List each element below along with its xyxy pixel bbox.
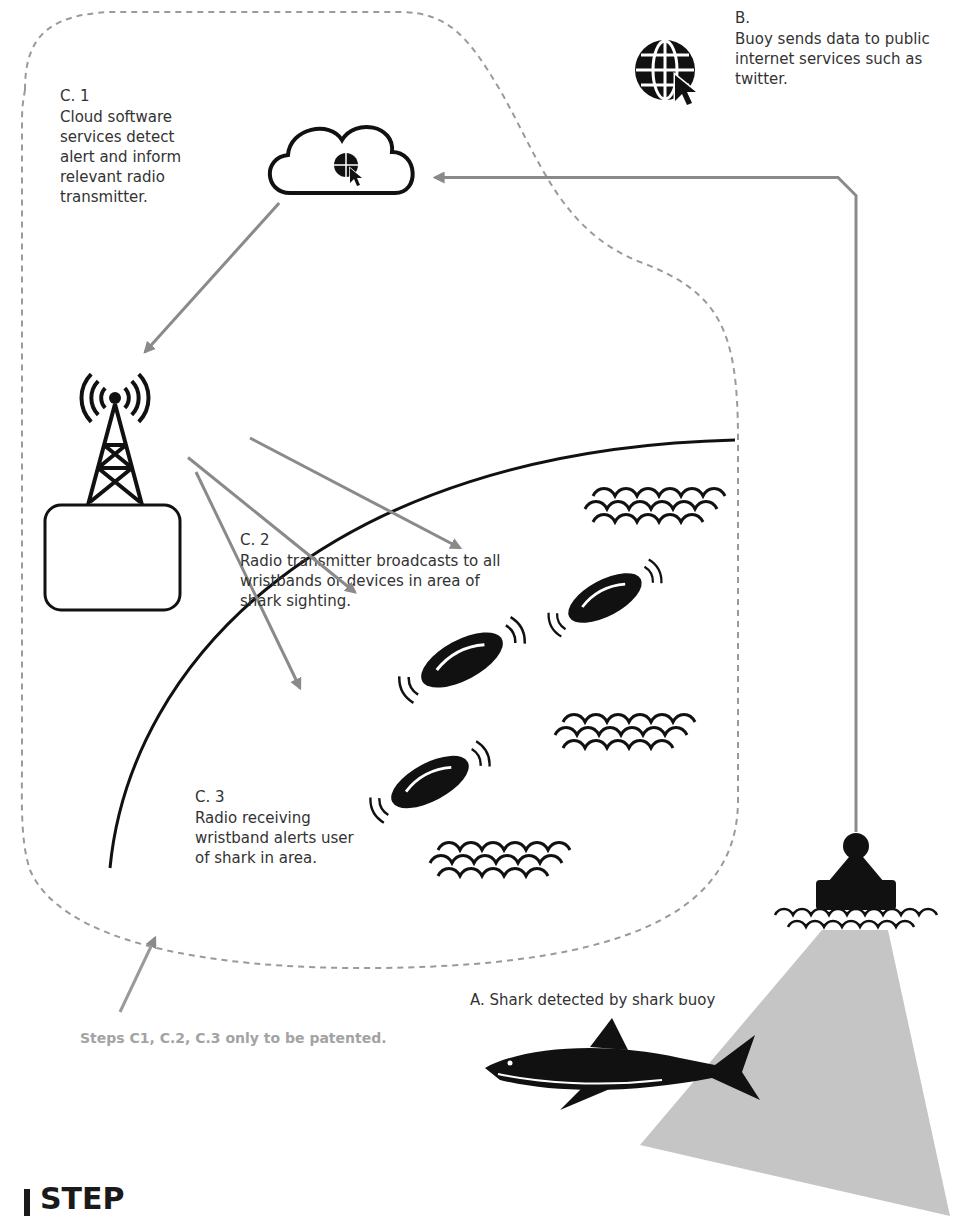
logo-bar bbox=[24, 1189, 30, 1216]
step-description: Radio transmitter broadcasts to all wris… bbox=[240, 551, 515, 611]
step-number: C. 2 bbox=[240, 530, 320, 550]
buoy-cone bbox=[828, 857, 884, 882]
buoy-icon bbox=[775, 833, 937, 927]
shark-fin bbox=[590, 1018, 628, 1050]
cloud-service-node: C. 1Cloud software services detect alert… bbox=[275, 118, 435, 203]
radio-transmitter-node: C. 2Radio transmitter broadcasts to all … bbox=[40, 352, 188, 614]
tower-lattice bbox=[88, 404, 142, 505]
flow-arrow bbox=[188, 458, 355, 593]
step-description: Buoy sends data to public internet servi… bbox=[735, 29, 965, 89]
patent-scope-region: Steps C1, C.2, C.3 only to be patented.C… bbox=[18, 8, 740, 973]
internet-globe-icon bbox=[635, 40, 696, 105]
cursor-symbol bbox=[350, 168, 362, 186]
patent-note: Steps C1, C.2, C.3 only to be patented. bbox=[80, 1028, 500, 1048]
wristband-icon bbox=[393, 611, 531, 710]
shark-buoy-node: A. Shark detected by shark buoy bbox=[810, 832, 902, 927]
transmitter-base bbox=[45, 505, 180, 610]
buoy-waves bbox=[775, 909, 937, 927]
shark-eye bbox=[508, 1061, 513, 1066]
flow-arrow bbox=[145, 203, 279, 352]
step-description: Cloud software services detect alert and… bbox=[60, 107, 210, 207]
flow-arrow bbox=[435, 178, 856, 833]
wristband-icon bbox=[364, 735, 495, 829]
shoreline bbox=[110, 440, 735, 868]
step-number: B. bbox=[735, 8, 775, 28]
broadcast-arrow bbox=[250, 438, 460, 548]
internet-service-node: B.Buoy sends data to public internet ser… bbox=[632, 38, 708, 108]
wave-symbol bbox=[585, 489, 725, 523]
cursor-symbol bbox=[675, 75, 696, 105]
antenna-tip bbox=[109, 392, 121, 404]
cloud-outline bbox=[270, 127, 413, 193]
logo-text: STEP bbox=[40, 1183, 240, 1215]
dashed-boundary-line bbox=[22, 12, 738, 968]
shark-belly bbox=[498, 1074, 662, 1084]
cloud-icon bbox=[270, 127, 413, 193]
step-description: Radio receiving wristband alerts user of… bbox=[195, 808, 363, 868]
step-number: C. 3 bbox=[195, 787, 275, 807]
shark-illustration bbox=[485, 1018, 760, 1110]
radio-waves bbox=[81, 374, 148, 422]
wave-symbol bbox=[555, 715, 695, 749]
step-description: A. Shark detected by shark buoy bbox=[470, 990, 800, 1010]
wave-symbol bbox=[430, 843, 570, 877]
shark-fin bbox=[560, 1085, 612, 1110]
leader-arrow bbox=[120, 938, 155, 1012]
wristband-group-node: C. 3Radio receiving wristband alerts use… bbox=[355, 555, 670, 805]
wristband-icon bbox=[543, 554, 667, 643]
buoy-body bbox=[816, 880, 896, 910]
buoy-ball bbox=[843, 833, 869, 859]
step-number: C. 1 bbox=[60, 86, 120, 106]
radio-tower-icon bbox=[45, 374, 180, 610]
